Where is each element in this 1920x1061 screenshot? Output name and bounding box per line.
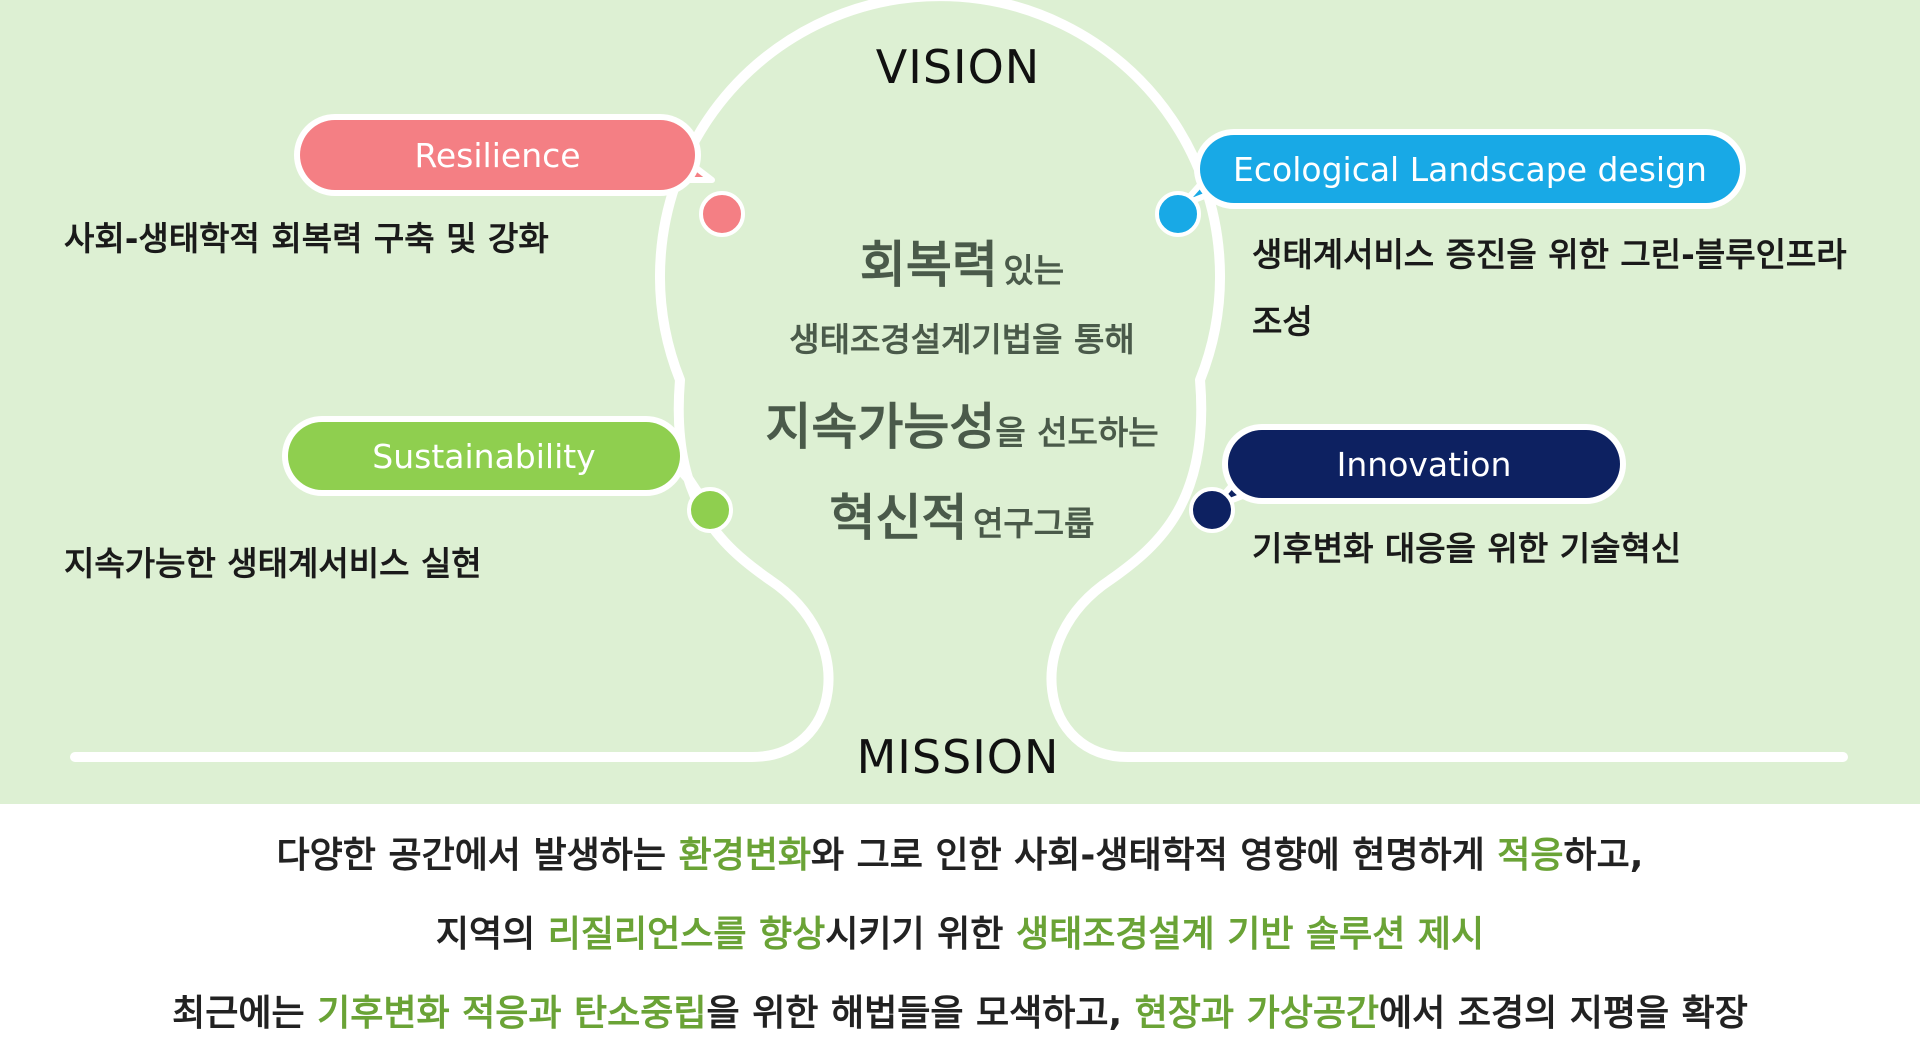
ecological-label: Ecological Landscape design xyxy=(1233,149,1707,189)
vision-line-3-small: 을 선도하는 xyxy=(995,413,1159,452)
ecological-desc-line1: 생태계서비스 증진을 위한 그린-블루인프라 xyxy=(1252,235,1847,274)
mission-line-3: 최근에는 기후변화 적응과 탄소중립을 위한 해법들을 모색하고, 현장과 가상… xyxy=(172,984,1748,1036)
mission-line-2-h2: 생태조경설계 기반 솔루션 제시 xyxy=(1015,914,1485,955)
vision-line-2: 생태조경설계기법을 통해 xyxy=(789,320,1135,359)
ecological-desc-line2: 조성 xyxy=(1252,302,1313,341)
mission-line-2-b: 시키기 위한 xyxy=(825,914,1016,955)
sustainability-desc: 지속가능한 생태계서비스 실현 xyxy=(64,544,482,583)
vision-line-3-big: 지속가능성 xyxy=(765,398,996,456)
innovation-label: Innovation xyxy=(1336,444,1512,484)
mission-line-3-h1: 기후변화 적응과 탄소중립 xyxy=(317,993,707,1034)
vision-line-4-big: 혁신적 xyxy=(829,489,968,547)
mission-line-3-c: 에서 조경의 지평을 확장 xyxy=(1379,993,1748,1034)
vision-line-1-small: 있는 xyxy=(1003,251,1065,290)
ecological-dot xyxy=(1155,191,1201,237)
keyhole-curve xyxy=(70,0,1848,762)
mission-line-3-h2: 현장과 가상공간 xyxy=(1134,993,1380,1034)
resilience-desc: 사회-생태학적 회복력 구축 및 강화 xyxy=(64,219,549,258)
vision-line-4-small: 연구그룹 xyxy=(973,504,1095,543)
vision-line-3: 지속가능성을 선도하는 xyxy=(765,387,1158,459)
innovation-dot xyxy=(1189,487,1235,533)
resilience-dot xyxy=(699,191,745,237)
mission-line-2-a: 지역의 xyxy=(435,914,548,955)
resilience-label: Resilience xyxy=(414,135,581,175)
ecological-pill: Ecological Landscape design xyxy=(1200,135,1740,203)
mission-line-1-h1: 환경변화 xyxy=(678,835,811,876)
mission-line-3-b: 을 위한 해법들을 모색하고, xyxy=(706,993,1135,1034)
vision-title: VISION xyxy=(875,40,1041,94)
mission-line-1-b: 와 그로 인한 사회-생태학적 영향에 현명하게 xyxy=(810,835,1498,876)
innovation-desc: 기후변화 대응을 위한 기술혁신 xyxy=(1252,529,1682,568)
sustainability-dot xyxy=(687,487,733,533)
mission-line-1-h2: 적응 xyxy=(1497,835,1564,876)
resilience-pill: Resilience xyxy=(300,120,695,190)
vision-line-4: 혁신적 연구그룹 xyxy=(829,478,1094,550)
mission-line-3-a: 최근에는 xyxy=(172,993,318,1034)
mission-line-2-h1: 리질리언스를 향상 xyxy=(547,914,826,955)
mission-line-2: 지역의 리질리언스를 향상시키기 위한 생태조경설계 기반 솔루션 제시 xyxy=(436,905,1484,957)
vision-panel: VISION MISSION Resilience 사회-생태학적 회복력 구축… xyxy=(0,0,1920,804)
mission-title: MISSION xyxy=(856,730,1060,784)
mission-line-1-c: 하고, xyxy=(1563,835,1644,876)
sustainability-label: Sustainability xyxy=(372,436,596,476)
innovation-pill: Innovation xyxy=(1228,430,1620,498)
vision-line-1: 회복력 있는 xyxy=(860,225,1064,297)
mission-line-1: 다양한 공간에서 발생하는 환경변화와 그로 인한 사회-생태학적 영향에 현명… xyxy=(277,826,1644,878)
sustainability-pill: Sustainability xyxy=(288,422,680,490)
vision-line-1-big: 회복력 xyxy=(859,236,998,294)
mission-line-1-a: 다양한 공간에서 발생하는 xyxy=(276,835,679,876)
